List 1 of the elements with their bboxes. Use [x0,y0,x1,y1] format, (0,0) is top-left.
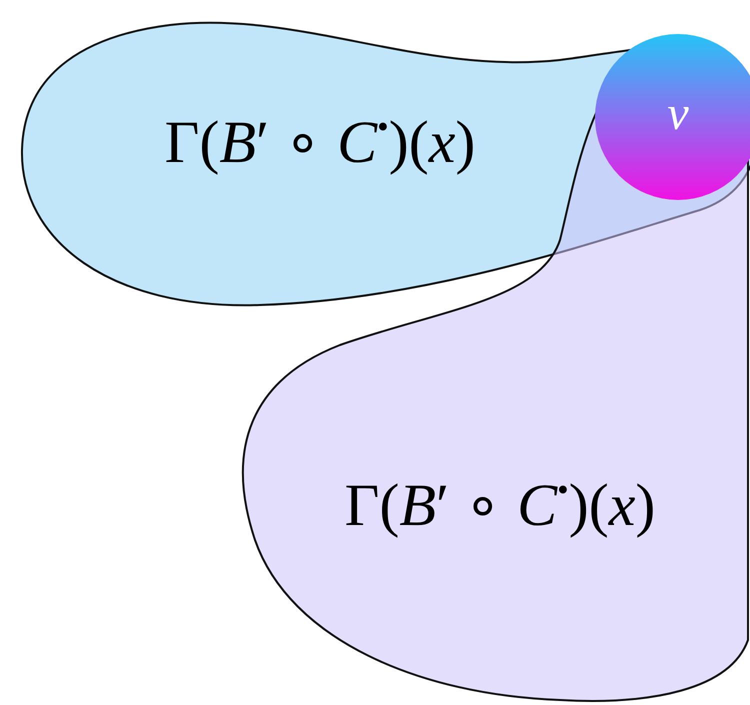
vertex-label: v [667,90,689,138]
